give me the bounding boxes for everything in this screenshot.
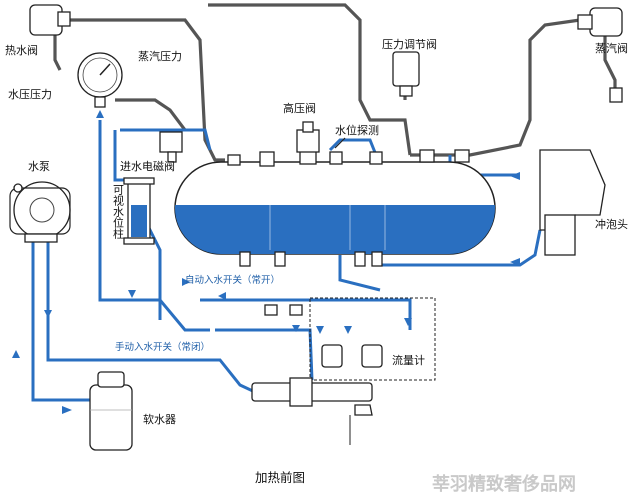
heater-assembly bbox=[251, 377, 373, 445]
label-manual-inlet-switch: 手动入水开关（常闭） bbox=[115, 341, 210, 353]
steam-pressure-gauge bbox=[77, 52, 123, 108]
valve-group bbox=[264, 297, 436, 381]
label-hot-water-valve: 热水阀 bbox=[5, 43, 38, 57]
label-water-softener: 软水器 bbox=[143, 412, 176, 426]
hot-water-valve bbox=[29, 4, 71, 36]
water-softener bbox=[89, 371, 133, 451]
label-water-pump: 水泵 bbox=[28, 160, 50, 173]
foaming-head bbox=[539, 149, 606, 256]
label-steam-pressure: 蒸汽压力 bbox=[138, 49, 182, 63]
flow-arrows bbox=[12, 110, 520, 414]
label-pressure-regulating-valve: 压力调节阀 bbox=[382, 37, 437, 51]
label-high-pressure-valve: 高压阀 bbox=[283, 101, 316, 115]
label-inlet-solenoid-valve: 进水电磁阀 bbox=[120, 159, 175, 173]
watermark: 莘羽精致奢侈品网 bbox=[432, 473, 576, 495]
labels: 热水阀 水压压力 蒸汽压力 压力调节阀 蒸汽阀 高压阀 水位探测 水泵 进水电磁… bbox=[5, 37, 628, 495]
blue-pipes bbox=[31, 120, 542, 402]
boiler-tank bbox=[174, 149, 496, 267]
label-auto-inlet-switch: 自动入水开关（常开） bbox=[185, 274, 280, 286]
inlet-solenoid-valve bbox=[159, 131, 183, 163]
label-flowmeter: 流量计 bbox=[392, 353, 425, 367]
high-pressure-valve bbox=[296, 121, 320, 153]
steam-valve bbox=[577, 7, 623, 103]
label-steam-valve: 蒸汽阀 bbox=[595, 41, 628, 55]
water-level-probe bbox=[334, 137, 346, 149]
water-pump bbox=[9, 181, 71, 243]
label-foaming-head: 冲泡头 bbox=[595, 217, 628, 231]
diagram-caption: 加热前图 bbox=[255, 470, 305, 485]
label-water-pressure: 水压压力 bbox=[8, 88, 52, 101]
pressure-regulating-valve bbox=[392, 51, 420, 97]
label-sight-glass: 可视水位柱 bbox=[112, 184, 125, 240]
sight-glass bbox=[123, 177, 155, 245]
label-water-level-probe: 水位探测 bbox=[335, 123, 379, 137]
